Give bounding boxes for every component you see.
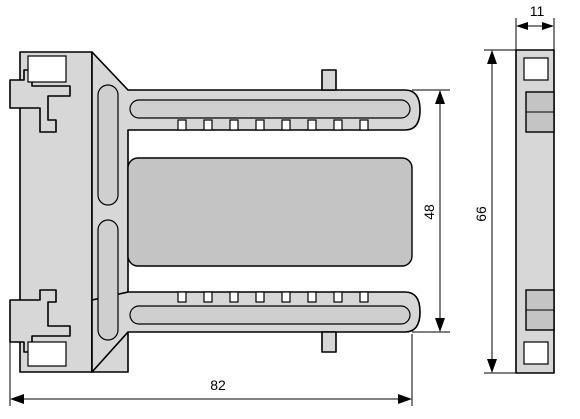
lower-arm: [91, 291, 421, 373]
center-insert: [127, 157, 413, 267]
top-latch: [27, 55, 67, 83]
lower-arm-slot: [129, 305, 411, 325]
dim-label-66: 66: [473, 206, 489, 222]
side-top-cap: [523, 57, 549, 81]
bottom-latch: [27, 341, 67, 367]
lower-teeth: [177, 291, 369, 303]
upper-teeth: [177, 119, 369, 131]
upper-arm-slot: [129, 99, 411, 119]
side-bottom-cap: [523, 341, 549, 365]
bottom-clip: [321, 331, 337, 353]
top-clip: [321, 69, 337, 91]
dim-label-11: 11: [530, 3, 545, 19]
dimension-height-inner: 48: [412, 89, 450, 333]
frame-slot-lower: [97, 219, 119, 341]
front-view: [9, 51, 421, 373]
top-hook: [9, 69, 71, 133]
dimension-height-side: 66: [473, 49, 516, 374]
dim-label-48: 48: [421, 204, 437, 220]
frame-slot-upper: [97, 84, 119, 206]
bottom-hook: [9, 289, 71, 353]
dimension-depth: 11: [515, 3, 555, 50]
dim-label-82: 82: [210, 377, 226, 393]
side-view: [515, 49, 555, 374]
dimension-width: 82: [9, 334, 413, 406]
